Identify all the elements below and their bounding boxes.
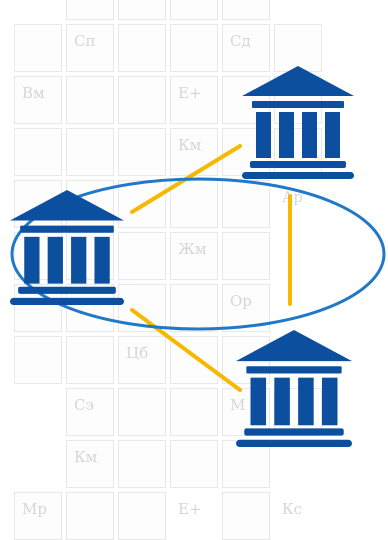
- grid-cell: [118, 232, 166, 280]
- grid-cell: [14, 24, 62, 72]
- grid-symbol: Е+: [178, 500, 202, 518]
- grid-cell: [14, 336, 62, 384]
- grid-cell: [118, 128, 166, 176]
- building-column: [302, 112, 317, 158]
- grid-cell: [222, 24, 270, 72]
- grid-cell: [66, 76, 114, 124]
- building-step: [18, 286, 116, 294]
- grid-symbol: Сп: [74, 32, 96, 50]
- grid-cell: [170, 232, 218, 280]
- grid-cell: [118, 76, 166, 124]
- building-beam: [246, 366, 342, 374]
- building-column: [325, 112, 340, 158]
- grid-cell: [170, 128, 218, 176]
- grid-symbol: Вм: [22, 84, 45, 102]
- building-column: [274, 377, 290, 426]
- grid-cell: [222, 0, 270, 20]
- grid-cell: [118, 440, 166, 488]
- grid-cell: [170, 0, 218, 20]
- grid-cell: [66, 0, 114, 20]
- building-column: [279, 112, 294, 158]
- grid-cell: [66, 492, 114, 540]
- grid-cell: [170, 180, 218, 228]
- grid-symbol: Ар: [282, 188, 303, 206]
- building-base: [10, 297, 125, 306]
- grid-cell: [66, 440, 114, 488]
- grid-cell: [274, 24, 322, 72]
- building-beam: [20, 225, 114, 233]
- grid-symbol: Км: [178, 136, 202, 154]
- grid-cell: [14, 492, 62, 540]
- building-column: [250, 377, 267, 426]
- bank-building-icon: [242, 66, 354, 179]
- grid-cell: [170, 24, 218, 72]
- ring-ellipse: [10, 177, 386, 331]
- bank-building-icon: [236, 330, 352, 448]
- grid-cell: [222, 232, 270, 280]
- grid-cell: [66, 128, 114, 176]
- grid-symbol: Сэ: [74, 396, 94, 414]
- building-column: [256, 112, 271, 158]
- building-roof: [10, 190, 125, 221]
- building-column: [47, 236, 63, 284]
- grid-cell: [170, 76, 218, 124]
- grid-cell: [118, 24, 166, 72]
- grid-cell: [222, 180, 270, 228]
- grid-cell: [118, 336, 166, 384]
- grid-cell: [14, 76, 62, 124]
- grid-cell: [170, 284, 218, 332]
- grid-symbol: Сд: [230, 32, 251, 50]
- grid-cell: [118, 0, 166, 20]
- grid-symbol: Кс: [282, 500, 303, 518]
- grid-symbol: Км: [74, 448, 98, 466]
- building-beam: [252, 101, 344, 108]
- grid-cell: [118, 388, 166, 436]
- building-roof: [242, 66, 354, 96]
- grid-cell: [66, 24, 114, 72]
- grid-cell: [170, 388, 218, 436]
- building-column: [321, 377, 338, 426]
- grid-cell: [14, 128, 62, 176]
- grid-cell: [66, 336, 114, 384]
- connection-line: [130, 308, 242, 392]
- building-roof: [236, 330, 352, 362]
- building-step: [244, 428, 344, 436]
- grid-cell: [66, 388, 114, 436]
- grid-symbol: Жм: [178, 240, 207, 258]
- grid-cell: [170, 440, 218, 488]
- grid-symbol: Цб: [126, 344, 149, 362]
- grid-symbol: М: [230, 396, 246, 414]
- building-base: [242, 172, 354, 179]
- building-column: [94, 236, 110, 284]
- bank-building-icon: [10, 190, 125, 306]
- grid-cell: [222, 492, 270, 540]
- grid-symbol: Е+: [178, 84, 202, 102]
- grid-symbol: Мр: [22, 500, 47, 518]
- building-base: [236, 439, 352, 448]
- building-step: [250, 161, 346, 168]
- building-column: [298, 377, 314, 426]
- grid-cell: [118, 492, 166, 540]
- building-column: [71, 236, 87, 284]
- building-column: [24, 236, 40, 284]
- grid-symbol: Ор: [230, 292, 252, 310]
